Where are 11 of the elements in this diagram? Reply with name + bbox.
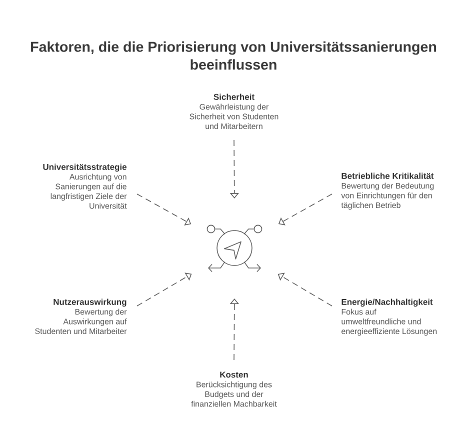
arrow <box>278 272 332 306</box>
factor-label: Universitätsstrategie Ausrichtung von Sanierungen auf die langfristigen Ziele der Universität <box>43 164 127 209</box>
title: Faktoren, die die Priorisierung von Universitätssanierungen beeinflussen <box>31 41 436 70</box>
factor-label: Sicherheit Gewährleistung der Sicherheit von Studenten und Mitarbeitern <box>190 94 278 130</box>
navigation-icon <box>206 224 262 272</box>
factor-label: Betriebliche Kritikalität Bewertung der Bedeutung von Einrichtungen für den täglichen Betrieb <box>341 172 434 210</box>
factor-label: Nutzerauswirkung Bewertung der Auswirkungen auf Studenten und Mitarbeiter <box>35 298 127 334</box>
arrow <box>136 272 192 306</box>
arrow <box>230 298 239 360</box>
factor-label: Kosten Berücksichtigung des Budgets und der finanziellen Machbarkeit <box>191 372 277 407</box>
factor-label: Energie/Nachhaltigkeit Fokus auf umweltfreundliche und energieeffiziente Lösungen <box>342 298 437 336</box>
